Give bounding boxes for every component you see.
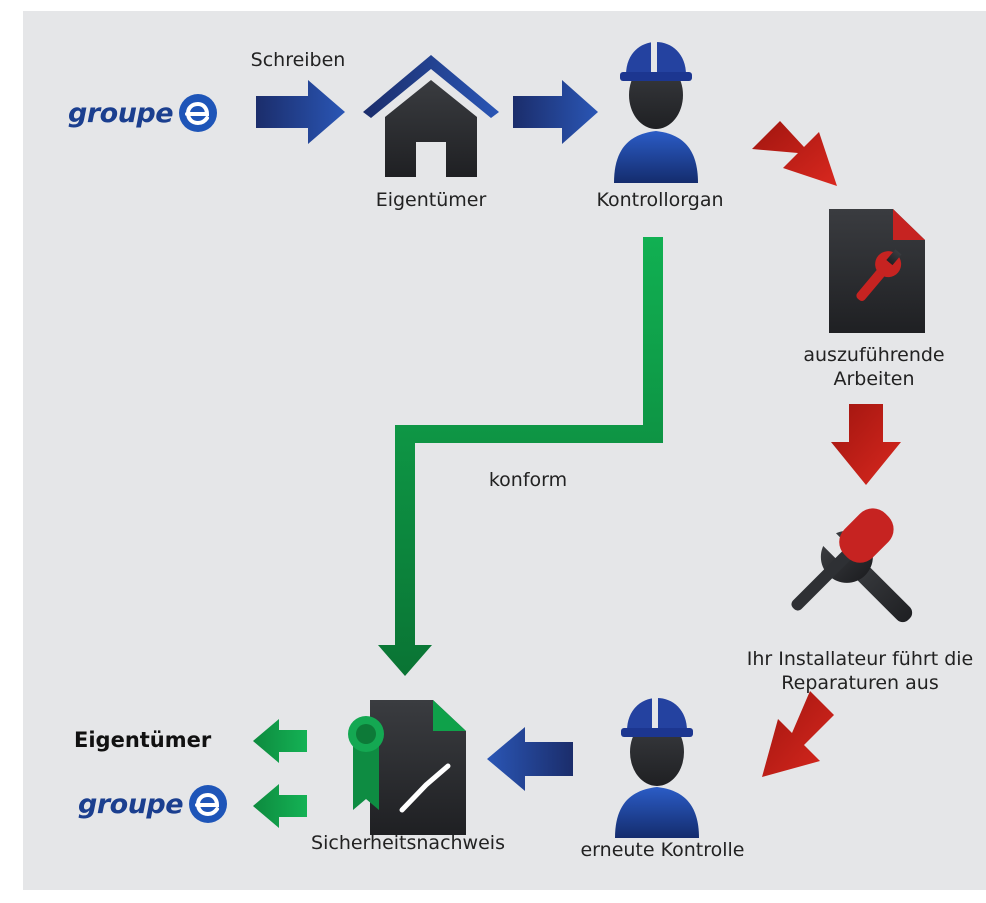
arrow-work-to-installer	[831, 404, 901, 485]
arrow-logo-to-owner	[256, 80, 345, 144]
arrow-to-groupe-e	[253, 784, 307, 828]
tools-icon	[791, 508, 913, 623]
recheck-inspector-icon	[615, 698, 699, 838]
logo-text: groupe	[68, 97, 174, 129]
house-icon	[363, 55, 499, 177]
inspector-icon	[614, 42, 698, 183]
label-work-required: auszuführende Arbeiten	[803, 344, 945, 390]
arrow-owner-to-inspector	[513, 80, 598, 144]
logo-e-icon	[179, 94, 218, 132]
logo-e-icon	[189, 785, 228, 823]
logo-text: groupe	[78, 788, 184, 820]
label-conform: konform	[488, 469, 568, 491]
label-recheck: erneute Kontrolle	[580, 839, 745, 861]
groupe-e-logo-bottom: groupe	[78, 785, 228, 823]
arrow-inspector-to-work	[752, 121, 837, 186]
arrow-recheck-to-certificate	[487, 727, 573, 791]
label-owner-bottom: Eigentümer	[74, 728, 212, 752]
work-order-document-icon	[829, 209, 925, 333]
conform-path-arrow	[378, 237, 663, 676]
arrow-installer-to-recheck	[762, 691, 834, 777]
label-certificate: Sicherheitsnachweis	[311, 832, 505, 854]
label-owner: Eigentümer	[375, 189, 487, 211]
label-inspector: Kontrollorgan	[596, 189, 724, 211]
label-schreiben: Schreiben	[250, 49, 346, 71]
arrow-to-owner	[253, 719, 307, 763]
certificate-icon	[348, 700, 466, 835]
groupe-e-logo-top: groupe	[68, 94, 218, 132]
label-installer: Ihr Installateur führt die Reparaturen a…	[746, 648, 974, 694]
